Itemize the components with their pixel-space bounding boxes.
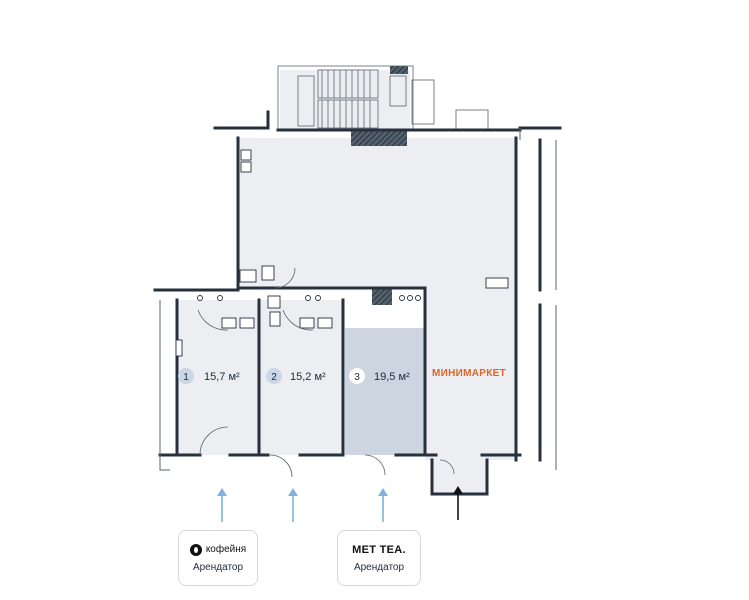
fixtures [175,149,509,357]
tenant-logo-coffee: кофейня [189,543,247,556]
tenant-card-coffee: кофейня Арендатор [178,530,258,586]
entrance-arrow-3 [378,488,388,522]
stair-hatch [390,66,408,74]
unit-3-area: 19,5 м² [374,371,410,383]
unit-1-label: 1 15,7 м² [178,368,240,384]
minimarket-label: МИНИМАРКЕТ [432,368,506,379]
tenant-role: Арендатор [192,561,244,573]
shaft-hatch-top [351,130,407,146]
outer-wall-thin [159,128,557,471]
entrance-arrow-minimarket [453,486,463,520]
door-swings [197,267,455,478]
unit-3-number: 3 [354,372,360,383]
staircase [277,65,489,131]
tenant-card-met-tea: MET TEA. Арендатор [337,530,421,586]
tenant-logo-met-tea: MET TEA. [352,544,406,556]
shaft-hatch-mid [372,289,392,305]
entrance-arrow-1 [217,488,227,522]
unit-1-number: 1 [183,372,189,383]
unit-3-label: 3 19,5 м² [349,368,410,384]
unit-2-badge [266,368,282,384]
unit-3-badge [349,368,365,384]
tenant-logo-text: кофейня [205,544,247,555]
unit-1-area: 15,7 м² [204,371,240,383]
unit-3-highlight [345,328,425,455]
unit-2-label: 2 15,2 м² [266,368,326,384]
tenant-role: Арендатор [353,561,405,573]
walls [153,110,562,496]
unit-1-badge [178,368,194,384]
entrance-arrow-2 [288,488,298,522]
tenant-logo-text: MET TEA. [352,543,406,556]
unit-2-number: 2 [271,372,277,383]
unit-2-area: 15,2 м² [290,371,326,383]
coffee-logo-icon [189,543,202,556]
